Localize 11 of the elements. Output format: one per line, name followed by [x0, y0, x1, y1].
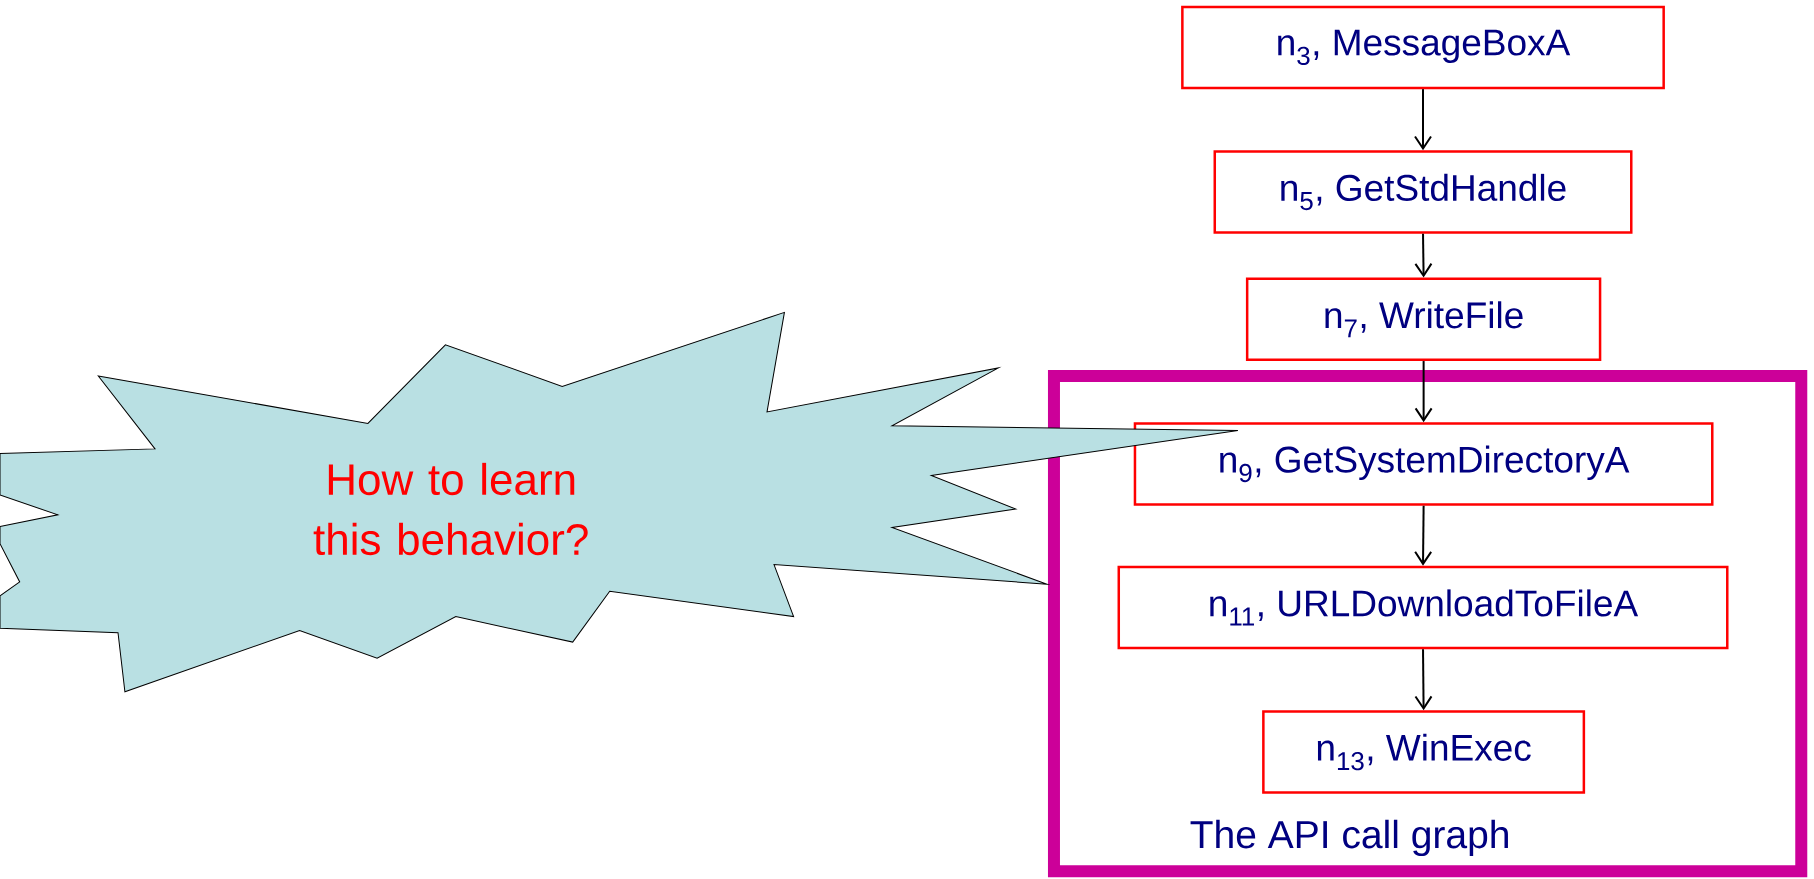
arrow: [1414, 360, 1433, 423]
function-box: n$_{7}$, WriteFile: [1245, 277, 1602, 362]
arrow: [1414, 648, 1433, 711]
function-box: n$_{3}$, MessageBoxA: [1181, 5, 1665, 90]
function-box: n$_{11}$, URLDownloadToFileA: [1117, 565, 1729, 650]
arrow: [1414, 504, 1433, 566]
function-box: n$_{9}$, GetSystemDirectoryA: [1133, 422, 1714, 506]
arrow: [1414, 232, 1433, 278]
function-box: n$_{13}$, WinExec: [1262, 710, 1586, 794]
function-box: n$_{5}$, GetStdHandle: [1213, 150, 1633, 234]
arrow: [1414, 88, 1432, 151]
